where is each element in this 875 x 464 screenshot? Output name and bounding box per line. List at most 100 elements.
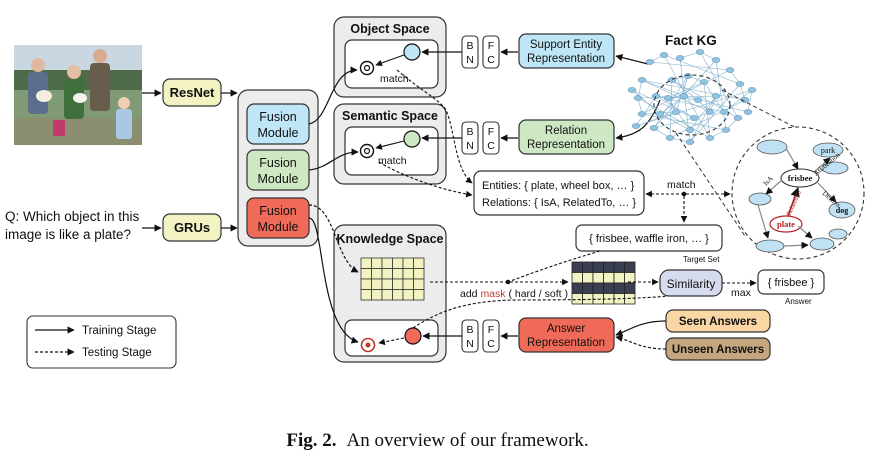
kg-node: [719, 109, 729, 115]
kg-edge: [689, 95, 717, 143]
relations-line: Relations: { IsA, RelatedTo, … }: [482, 197, 636, 209]
kg-node: [683, 73, 693, 79]
answer-repr-line-1: Answer: [547, 323, 586, 335]
masked-matrix-cell: [613, 282, 625, 294]
max-label: max: [731, 287, 752, 299]
kg-edge: [655, 95, 695, 119]
entities-line: Entities: { plate, wheel box, … }: [482, 180, 635, 192]
matrix-cell: [381, 289, 393, 301]
object-space-title: Object Space: [350, 22, 429, 36]
matrix-cell: [392, 278, 404, 290]
knowledge-matrix: [360, 257, 425, 301]
figure-caption: Fig. 2.An overview of our framework.: [0, 430, 875, 452]
kg-node: [725, 67, 735, 73]
answer-value: { frisbee }: [768, 277, 815, 289]
kg-node-dog: [828, 201, 856, 219]
relation-line-2: Representation: [527, 139, 605, 151]
unseen-answers-box: Unseen Answers: [665, 337, 771, 361]
masked-matrix: [571, 261, 636, 305]
matrix-cell: [402, 268, 414, 280]
bn-fc-top: B N F C: [461, 35, 500, 69]
answer-repr-line-2: Representation: [527, 337, 605, 349]
kg-edge: [641, 79, 746, 101]
kg-label-plate: plate: [777, 219, 795, 229]
kg-edge: [655, 95, 699, 101]
kg-node: [705, 109, 715, 115]
kg-node: [721, 127, 731, 133]
masked-matrix-cell: [582, 293, 594, 305]
object-entity-node: [403, 43, 421, 61]
similarity-label: Similarity: [667, 277, 716, 291]
answer-label: Answer: [785, 297, 812, 306]
fusion-module-object: Fusion Module: [246, 103, 310, 145]
legend-testing: Testing Stage: [82, 347, 152, 359]
kg-label-dog: dog: [836, 206, 848, 215]
kg-edge: [649, 61, 731, 71]
matrix-cell: [371, 278, 383, 290]
relation-line-1: Relation: [545, 125, 587, 137]
matrix-cell: [413, 257, 425, 269]
masked-matrix-cell: [571, 282, 583, 294]
kg-edge: [671, 79, 699, 101]
bn-letter: N: [466, 54, 474, 66]
masked-matrix-cell: [571, 272, 583, 284]
kg-edge: [641, 79, 685, 97]
masked-matrix-cell: [603, 272, 615, 284]
kg-label-park: park: [821, 146, 835, 155]
kg-edge: [653, 117, 695, 129]
kg-node: [659, 52, 669, 58]
matrix-cell: [402, 278, 414, 290]
matrix-cell: [413, 278, 425, 290]
matrix-cell: [371, 257, 383, 269]
fc-letter: C: [487, 140, 495, 152]
matrix-cell: [413, 268, 425, 280]
seen-answers-box: Seen Answers: [665, 309, 771, 333]
kg-node-park: [812, 142, 844, 158]
masked-matrix-cell: [613, 261, 625, 273]
matrix-cell: [360, 257, 372, 269]
kg-node: [705, 135, 715, 141]
kg-edge: [667, 81, 705, 99]
kg-node: [645, 59, 655, 65]
mask-text: add mask ( hard / soft ): [460, 288, 568, 300]
kg-node-plate: [769, 215, 803, 233]
bn-letter: B: [466, 324, 473, 336]
masked-matrix-cell: [571, 261, 583, 273]
knowledge-space-title: Knowledge Space: [337, 232, 444, 246]
match-label-kg: match: [667, 179, 696, 191]
matrix-cell: [381, 257, 393, 269]
kg-node: [685, 139, 695, 145]
kg-node: [711, 93, 721, 99]
matrix-cell: [360, 268, 372, 280]
fusion-label-top: Fusion: [259, 110, 297, 124]
fact-kg-title: Fact KG: [665, 33, 717, 48]
fc-letter: C: [487, 54, 495, 66]
kg-node-frisbee: [780, 168, 820, 188]
kg-highlight-region: [653, 74, 731, 136]
support-entity-representation: Support Entity Representation: [518, 33, 615, 69]
kg-node: [685, 127, 695, 133]
kg-node: [631, 123, 641, 129]
relation-representation: Relation Representation: [518, 119, 615, 155]
bn-fc-middle: B N F C: [461, 121, 500, 155]
matrix-cell: [392, 257, 404, 269]
matrix-cell: [402, 289, 414, 301]
caption-label: Fig. 2.: [286, 430, 337, 451]
kg-node: [665, 135, 675, 141]
kg-edge: [669, 79, 673, 139]
fc-letter: F: [488, 324, 494, 336]
kg-node: [627, 87, 637, 93]
fc-letter: F: [488, 40, 494, 52]
matrix-cell: [360, 278, 372, 290]
target-set-value: { frisbee, waffle iron, … }: [589, 233, 709, 245]
kg-node: [679, 93, 689, 99]
masked-matrix-cell: [582, 282, 594, 294]
match-label-object: match: [380, 73, 409, 85]
legend: Training Stage Testing Stage: [26, 315, 177, 369]
entities-relations-box: Entities: { plate, wheel box, … } Relati…: [473, 170, 645, 216]
bn-letter: B: [466, 126, 473, 138]
matrix-cell: [381, 268, 393, 280]
kg-node: [655, 111, 665, 117]
question-line-1: Q: Which object in this: [5, 209, 140, 224]
